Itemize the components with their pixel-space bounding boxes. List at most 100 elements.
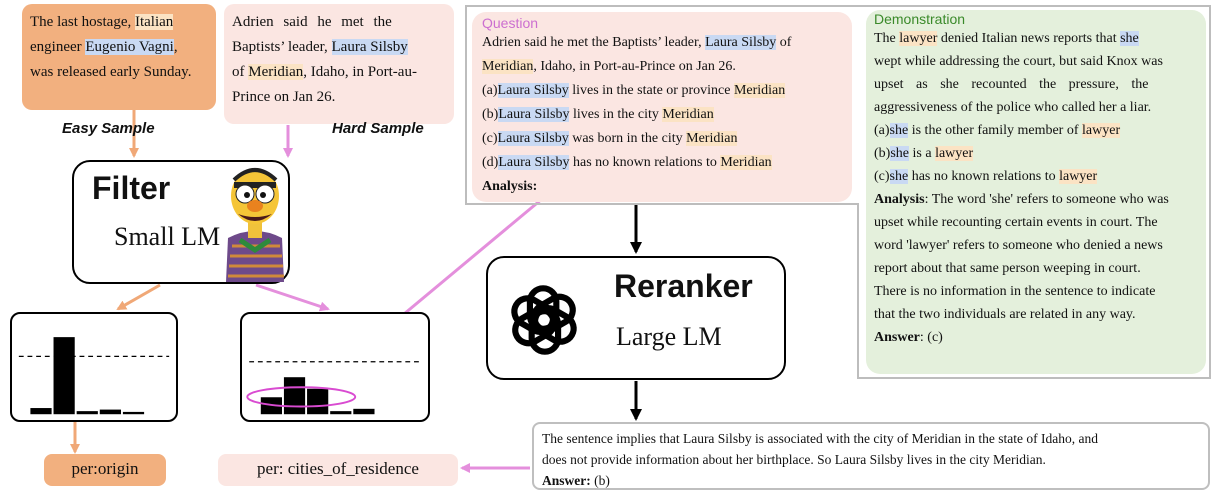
demonstration-card: Demonstration The lawyer denied Italian … <box>866 10 1206 374</box>
score-bar <box>353 408 375 415</box>
hard-highlight-value: Meridian <box>248 64 304 80</box>
option-text: is the other family member of <box>908 123 1083 138</box>
hard-text-4: Prince on Jan 26. <box>232 89 336 105</box>
demo-option-a: (a)she is the other family member of law… <box>874 119 1198 142</box>
question-option-a: (a)Laura Silsby lives in the state or pr… <box>482 79 842 103</box>
demo-option-c: (c)she has no known relations to lawyer <box>874 165 1198 188</box>
question-title: Question <box>482 15 539 31</box>
option-entity: Laura Silsby <box>497 131 569 146</box>
score-bar <box>307 388 329 415</box>
demo-answer-value: : (c) <box>919 330 943 345</box>
demo-analysis-4: report about that same person weeping in… <box>874 261 1141 276</box>
score-bar <box>76 411 98 415</box>
openai-logo-icon <box>511 285 577 355</box>
option-value: lawyer <box>935 146 974 161</box>
option-prefix: (d) <box>482 155 499 170</box>
demo-text-1c: denied Italian news reports that <box>940 31 1117 46</box>
option-text: lives in the city <box>569 107 663 122</box>
easy-text-2: engineer <box>30 39 82 55</box>
demo-text-2: wept while addressing the court, but sai… <box>874 54 1163 69</box>
question-entity: Laura Silsby <box>705 35 777 50</box>
option-value: lawyer <box>1059 169 1098 184</box>
option-value: Meridian <box>733 83 786 98</box>
reranker-subtitle: Large LM <box>616 322 722 351</box>
demo-analysis-6: that the two individuals are related in … <box>874 307 1136 322</box>
reranker-title: Reranker <box>614 268 753 304</box>
hard-text-3a: of <box>232 64 245 80</box>
easy-comma: , <box>173 39 178 55</box>
final-answer-card: The sentence implies that Laura Silsby i… <box>532 422 1210 490</box>
easy-highlight-italian: Italian <box>134 14 174 30</box>
demo-text-4: aggressiveness of the police who called … <box>874 100 1152 115</box>
option-text: is a <box>909 146 936 161</box>
option-text: has no known relations to <box>569 155 721 170</box>
puppet-mascot-icon <box>226 168 284 282</box>
demo-analysis-3: word 'lawyer' refers to someone who deni… <box>874 238 1163 253</box>
option-text: was born in the city <box>568 131 687 146</box>
filter-subtitle: Small LM <box>114 222 221 251</box>
demo-value: lawyer <box>899 31 938 46</box>
option-entity: Laura Silsby <box>497 83 569 98</box>
option-entity: she <box>890 146 909 161</box>
option-value: lawyer <box>1082 123 1121 138</box>
score-bar <box>330 411 352 415</box>
option-value: Meridian <box>662 107 714 122</box>
question-text-1: Adrien said he met the Baptists’ leader, <box>482 35 702 50</box>
hard-text-1: Adrien said he met the <box>232 14 392 30</box>
hard-score-chart <box>240 312 430 422</box>
option-prefix: (b) <box>482 107 499 122</box>
question-analysis-label: Analysis: <box>482 179 538 194</box>
question-option-d: (d)Laura Silsby has no known relations t… <box>482 151 842 175</box>
top-candidates-highlight <box>246 386 357 408</box>
question-option-c: (c)Laura Silsby was born in the city Mer… <box>482 127 842 151</box>
score-bar <box>30 408 52 415</box>
option-entity: Laura Silsby <box>498 155 570 170</box>
question-card: Question Adrien said he met the Baptists… <box>472 12 852 202</box>
demo-option-b: (b)she is a lawyer <box>874 142 1198 165</box>
demo-analysis-label: Analysis <box>874 192 925 207</box>
option-value: Meridian <box>686 131 738 146</box>
demo-text-1a: The <box>874 31 896 46</box>
filter-box: Filter Small LM <box>72 160 290 284</box>
option-prefix: (a) <box>874 123 890 138</box>
filter-title: Filter <box>92 170 171 206</box>
score-bar <box>99 409 121 415</box>
question-text-1c: of <box>779 35 792 50</box>
option-prefix: (a) <box>482 83 498 98</box>
filter-to-easy-chart-arrow <box>116 283 161 311</box>
demo-analysis-5: There is no information in the sentence … <box>874 284 1156 299</box>
question-option-b: (b)Laura Silsby lives in the city Meridi… <box>482 103 842 127</box>
score-bar <box>122 411 145 415</box>
demo-answer-label: Answer <box>874 330 920 345</box>
option-entity: she <box>889 123 909 138</box>
hard-sample-label: Hard Sample <box>332 120 424 137</box>
hard-output-label: per: cities_of_residence <box>218 454 458 486</box>
demonstration-title: Demonstration <box>874 11 966 27</box>
option-prefix: (b) <box>874 146 891 161</box>
reranker-box: Reranker Large LM <box>486 256 786 380</box>
easy-score-chart <box>10 312 178 422</box>
hard-text-3c: , Idaho, in Port-au- <box>303 64 417 80</box>
option-prefix: (c) <box>482 131 498 146</box>
easy-sample-label: Easy Sample <box>62 120 155 137</box>
final-answer-value: (b) <box>590 473 610 488</box>
easy-text-1: The last hostage, <box>30 14 132 30</box>
final-answer-text-2: does not provide information about her b… <box>542 452 1046 467</box>
final-answer-label: Answer: <box>542 473 591 488</box>
hard-text-2: Baptists’ leader, <box>232 39 328 55</box>
demo-analysis-1: : The word 'she' refers to someone who w… <box>924 192 1169 207</box>
question-value: Meridian <box>482 59 534 74</box>
demo-entity: she <box>1120 31 1139 46</box>
option-prefix: (c) <box>874 169 890 184</box>
option-entity: she <box>889 169 909 184</box>
option-text: lives in the state or province <box>568 83 734 98</box>
easy-highlight-entity: Eugenio Vagni <box>85 39 174 55</box>
easy-output-label: per:origin <box>44 454 166 486</box>
demo-text-3: upset as she recounted the pressure, the <box>874 77 1149 92</box>
filter-to-hard-chart-arrow <box>255 283 330 312</box>
question-text-2: , Idaho, in Port-au-Prince on Jan 26. <box>533 59 736 74</box>
option-text: has no known relations to <box>908 169 1060 184</box>
easy-sample-card: The last hostage, Italian engineer Eugen… <box>22 4 216 110</box>
hard-sample-card: Adrien said he met the Baptists’ leader,… <box>224 4 454 124</box>
